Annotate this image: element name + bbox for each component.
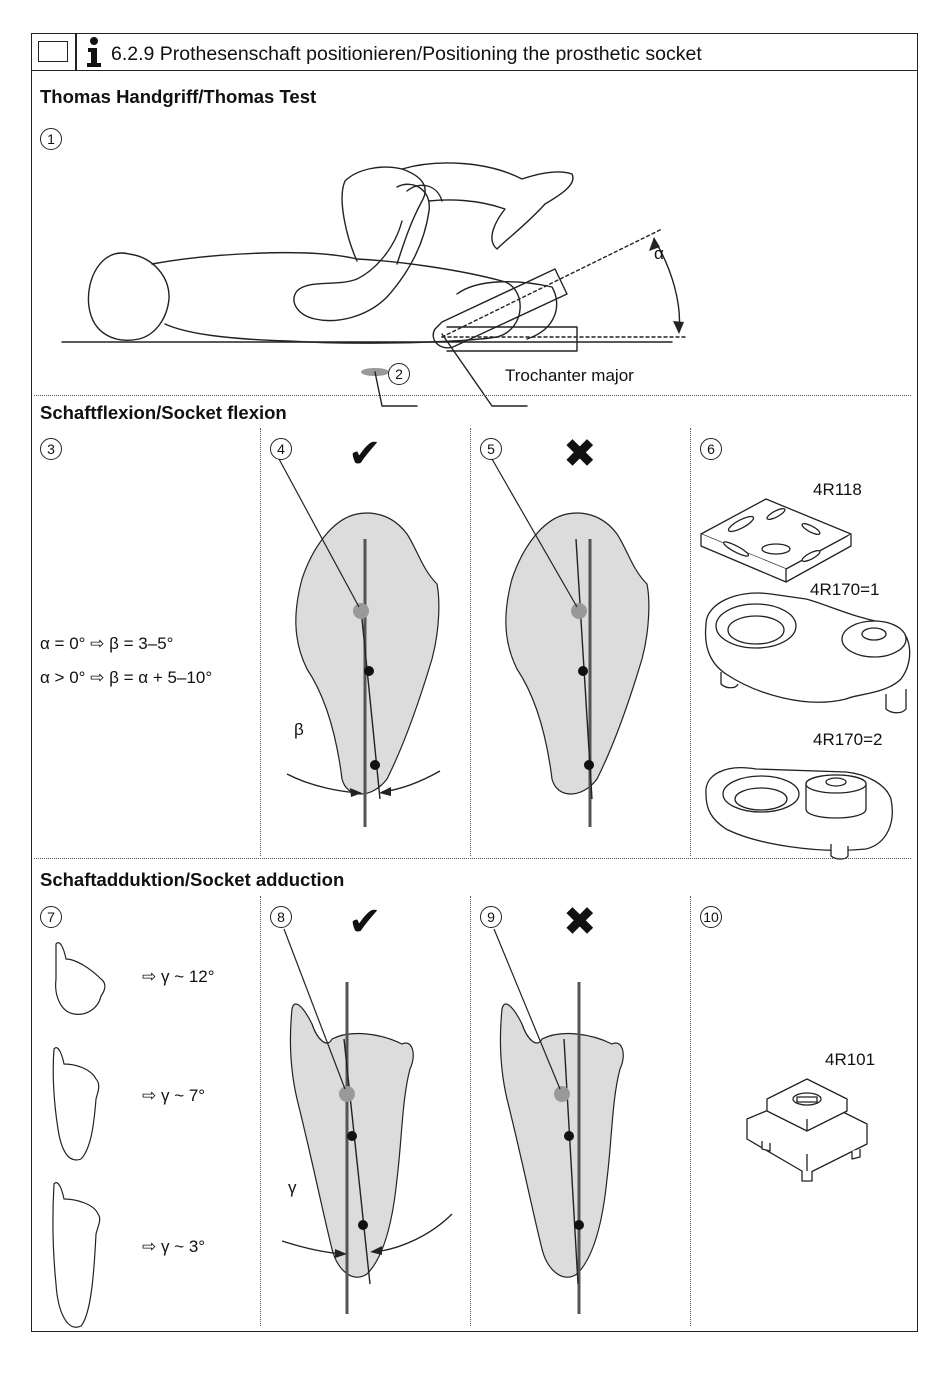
adapter-label-4R118: 4R118 bbox=[813, 480, 862, 499]
page-header: 6.2.9 Prothesenschaft positionieren/Posi… bbox=[32, 34, 917, 71]
header-checkbox bbox=[38, 41, 68, 62]
checkmark-icon: ✔ bbox=[348, 900, 382, 944]
column-divider bbox=[260, 896, 261, 1326]
cross-icon: ✖ bbox=[563, 900, 597, 944]
alpha-label: α bbox=[654, 244, 664, 263]
header-separator bbox=[75, 34, 77, 71]
step-number-7: 7 bbox=[40, 906, 62, 928]
adapter-label-4R170-1: 4R170=1 bbox=[810, 580, 880, 599]
header-title: 6.2.9 Prothesenschaft positionieren/Posi… bbox=[111, 43, 702, 65]
socket-flexion-correct-illustration bbox=[278, 458, 441, 827]
section-divider bbox=[34, 858, 911, 859]
column-divider bbox=[470, 428, 471, 856]
cross-icon: ✖ bbox=[563, 432, 597, 476]
trochanter-label: Trochanter major bbox=[505, 366, 634, 385]
step-number-10: 10 bbox=[700, 906, 722, 928]
section-divider bbox=[34, 395, 911, 396]
flexion-formula-1: α = 0° ⇨ β = 3–5° bbox=[40, 634, 174, 653]
section-title-flexion: Schaftflexion/Socket flexion bbox=[40, 402, 287, 423]
socket-adduction-wrong-illustration bbox=[493, 928, 624, 1314]
step-number-4: 4 bbox=[270, 438, 292, 460]
adapter-label-4R170-2: 4R170=2 bbox=[813, 730, 883, 749]
checkmark-icon: ✔ bbox=[348, 432, 382, 476]
column-divider bbox=[470, 896, 471, 1326]
flexion-formula-2: α > 0° ⇨ β = α + 5–10° bbox=[40, 668, 213, 687]
column-divider bbox=[690, 896, 691, 1326]
adapter-illustrations bbox=[700, 498, 911, 860]
step-number-8: 8 bbox=[270, 906, 292, 928]
manual-page: 6.2.9 Prothesenschaft positionieren/Posi… bbox=[31, 33, 918, 1332]
socket-shapes-illustration bbox=[52, 942, 106, 1328]
section-title-thomas: Thomas Handgriff/Thomas Test bbox=[40, 86, 317, 107]
info-icon bbox=[87, 37, 101, 67]
socket-flexion-wrong-illustration bbox=[491, 458, 650, 827]
socket-adduction-correct-illustration bbox=[281, 928, 453, 1314]
gamma-value-12: ⇨ γ ~ 12° bbox=[142, 967, 215, 986]
gamma-label: γ bbox=[288, 1178, 297, 1197]
adapter-label-4R101: 4R101 bbox=[825, 1050, 876, 1069]
step-number-3: 3 bbox=[40, 438, 62, 460]
section-title-adduction: Schaftadduktion/Socket adduction bbox=[40, 869, 345, 890]
gamma-value-3: ⇨ γ ~ 3° bbox=[142, 1237, 206, 1256]
thomas-test-illustration bbox=[61, 162, 688, 407]
gamma-value-7: ⇨ γ ~ 7° bbox=[142, 1086, 206, 1105]
step-number-6: 6 bbox=[700, 438, 722, 460]
step-number-5: 5 bbox=[480, 438, 502, 460]
step-number-2: 2 bbox=[388, 363, 410, 385]
column-divider bbox=[690, 428, 691, 856]
column-divider bbox=[260, 428, 261, 856]
adapter-4R101-illustration bbox=[746, 1078, 868, 1182]
step-number-9: 9 bbox=[480, 906, 502, 928]
step-number-1: 1 bbox=[40, 128, 62, 150]
beta-label: β bbox=[294, 720, 304, 739]
